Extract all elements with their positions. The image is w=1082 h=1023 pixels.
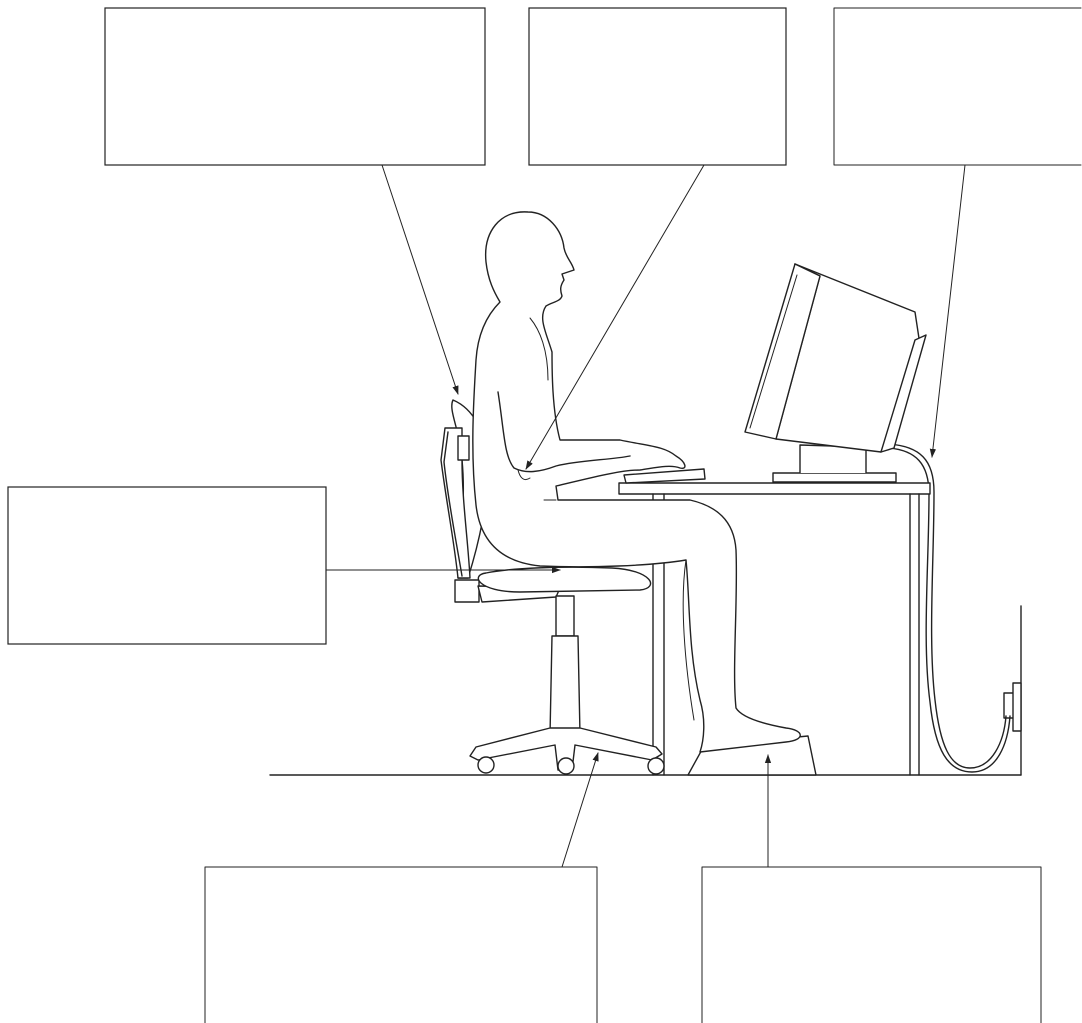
leader-arm: [526, 165, 704, 469]
leader-cable: [932, 165, 965, 457]
wall-socket: [1004, 683, 1021, 731]
label-box-arm: [529, 8, 786, 165]
label-box-chair-base: [205, 867, 597, 1023]
label-box-backrest: [105, 8, 485, 165]
label-box-cable: [834, 8, 1081, 165]
keyboard: [624, 469, 705, 483]
label-box-footrest: [702, 867, 1041, 1023]
leader-backrest: [382, 165, 458, 394]
label-box-seat: [8, 487, 326, 644]
